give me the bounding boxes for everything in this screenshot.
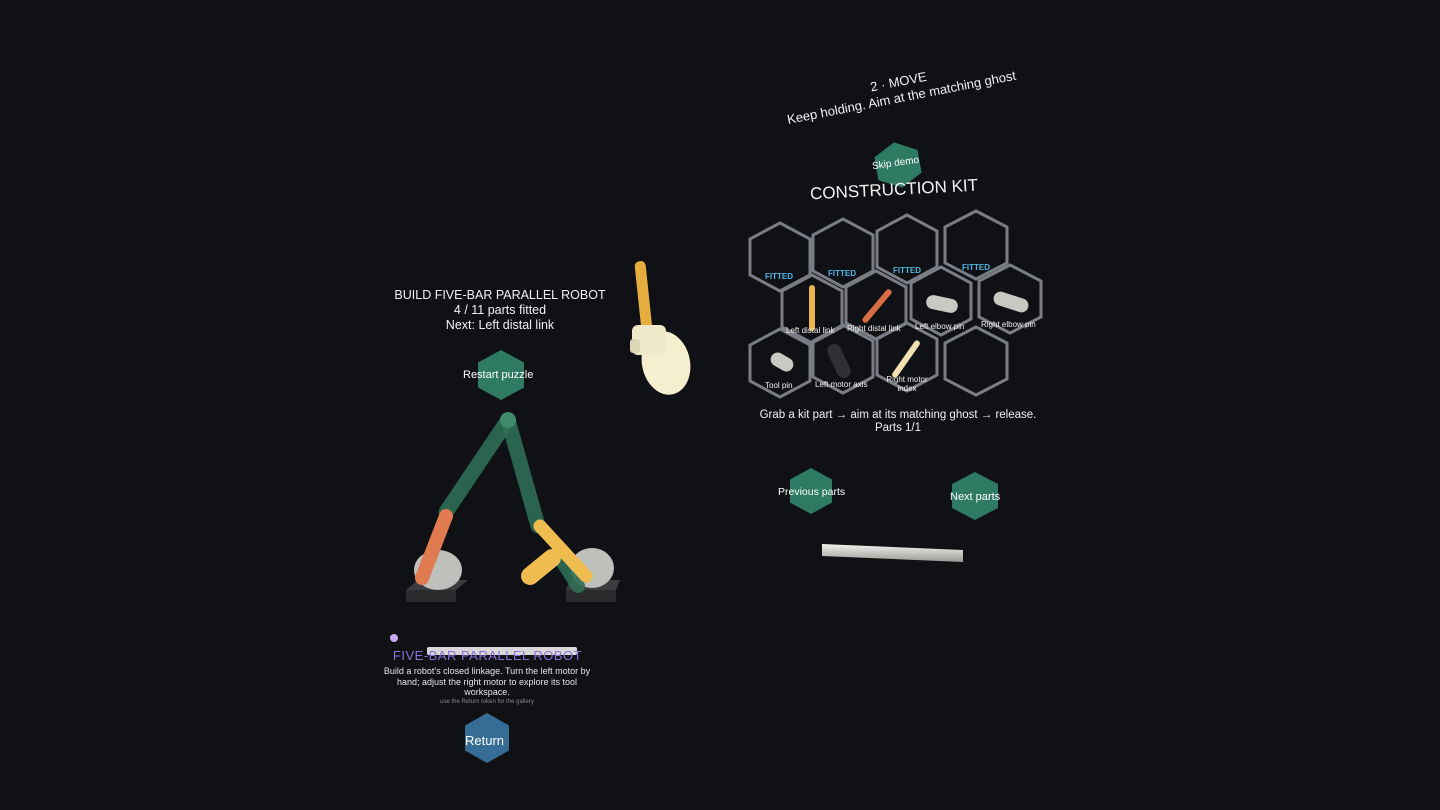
- hand-controller-icon: [630, 261, 691, 395]
- left-elbow-pin-part: [926, 295, 958, 313]
- kit-slot: [909, 265, 973, 337]
- kit-part-right-distal-link[interactable]: Right distal link: [847, 324, 901, 333]
- gallery-footnote: use the Return token for the gallery: [440, 699, 534, 705]
- left-distal-link-ghost: [415, 509, 453, 585]
- tutorial-step: 2 · MOVE Keep holding. Aim at the matchi…: [760, 48, 1041, 133]
- build-progress: 4 / 11 parts fitted: [453, 303, 547, 317]
- kit-part-right-elbow-pin[interactable]: Right elbow pin: [981, 320, 1036, 329]
- kit-part-left-elbow-pin[interactable]: Left elbow pin: [915, 322, 965, 331]
- right-distal-link: [533, 519, 593, 583]
- build-next-part: Next: Left distal link: [445, 318, 555, 332]
- kit-part-left-motor-axis[interactable]: Left motor axis: [815, 380, 868, 389]
- gallery-dot: [390, 634, 398, 642]
- right-motor-index-part: [892, 340, 920, 378]
- kit-slot: [811, 217, 875, 289]
- right-proximal-link: [500, 412, 546, 534]
- right-base-front: [566, 590, 616, 602]
- left-base-front: [406, 590, 456, 602]
- kit-slot: [875, 321, 939, 393]
- right-distal-link-part: [862, 289, 892, 323]
- tool-pin: [521, 549, 561, 585]
- kit-slot: [811, 323, 875, 395]
- kit-part-right-motor-index[interactable]: Right motor index: [886, 375, 928, 393]
- top-joint: [500, 412, 516, 428]
- kit-slot: [943, 209, 1009, 281]
- kit-part-tool-pin[interactable]: Tool pin: [765, 381, 793, 390]
- kit-slot: [748, 221, 812, 293]
- five-bar-robot-model: [406, 412, 620, 602]
- gallery-handle[interactable]: [427, 647, 577, 655]
- return-label: Return: [465, 733, 505, 748]
- left-motor-axis-part: [827, 344, 851, 378]
- left-distal-link-part: [809, 285, 815, 331]
- fitted-badge: FITTED: [765, 272, 793, 281]
- gallery-description: Build a robot's closed linkage. Turn the…: [383, 666, 591, 697]
- kit-slot: [748, 327, 812, 399]
- left-proximal-link: [438, 412, 516, 520]
- kit-grid: [748, 209, 1043, 399]
- gallery-title: FIVE-BAR PARALLEL ROBOT: [392, 648, 583, 663]
- kit-slot: [943, 325, 1009, 397]
- held-part-rod: [822, 544, 963, 562]
- next-parts-button[interactable]: [952, 472, 998, 520]
- build-title: BUILD FIVE-BAR PARALLEL ROBOT: [394, 288, 606, 302]
- fitted-badge: FITTED: [893, 266, 921, 275]
- previous-parts-label: Previous parts: [778, 486, 846, 498]
- restart-puzzle-button[interactable]: [478, 350, 524, 400]
- fitted-badge: FITTED: [828, 269, 856, 278]
- kit-title: CONSTRUCTION KIT: [809, 175, 979, 204]
- next-parts-label: Next parts: [950, 491, 1001, 503]
- kit-part-left-distal-link[interactable]: Left distal link: [786, 326, 835, 335]
- kit-instruction: Grab a kit part → aim at its matching gh…: [759, 409, 1037, 434]
- build-header: BUILD FIVE-BAR PARALLEL ROBOT 4 / 11 par…: [380, 288, 620, 333]
- right-lower-link: [553, 551, 585, 593]
- restart-puzzle-label: Restart puzzle: [463, 369, 534, 381]
- kit-slot: [875, 213, 939, 285]
- kit-slot: [977, 263, 1043, 335]
- right-elbow-pin-part: [993, 291, 1029, 313]
- tool-pin-part: [770, 352, 794, 372]
- fitted-badge: FITTED: [962, 263, 990, 272]
